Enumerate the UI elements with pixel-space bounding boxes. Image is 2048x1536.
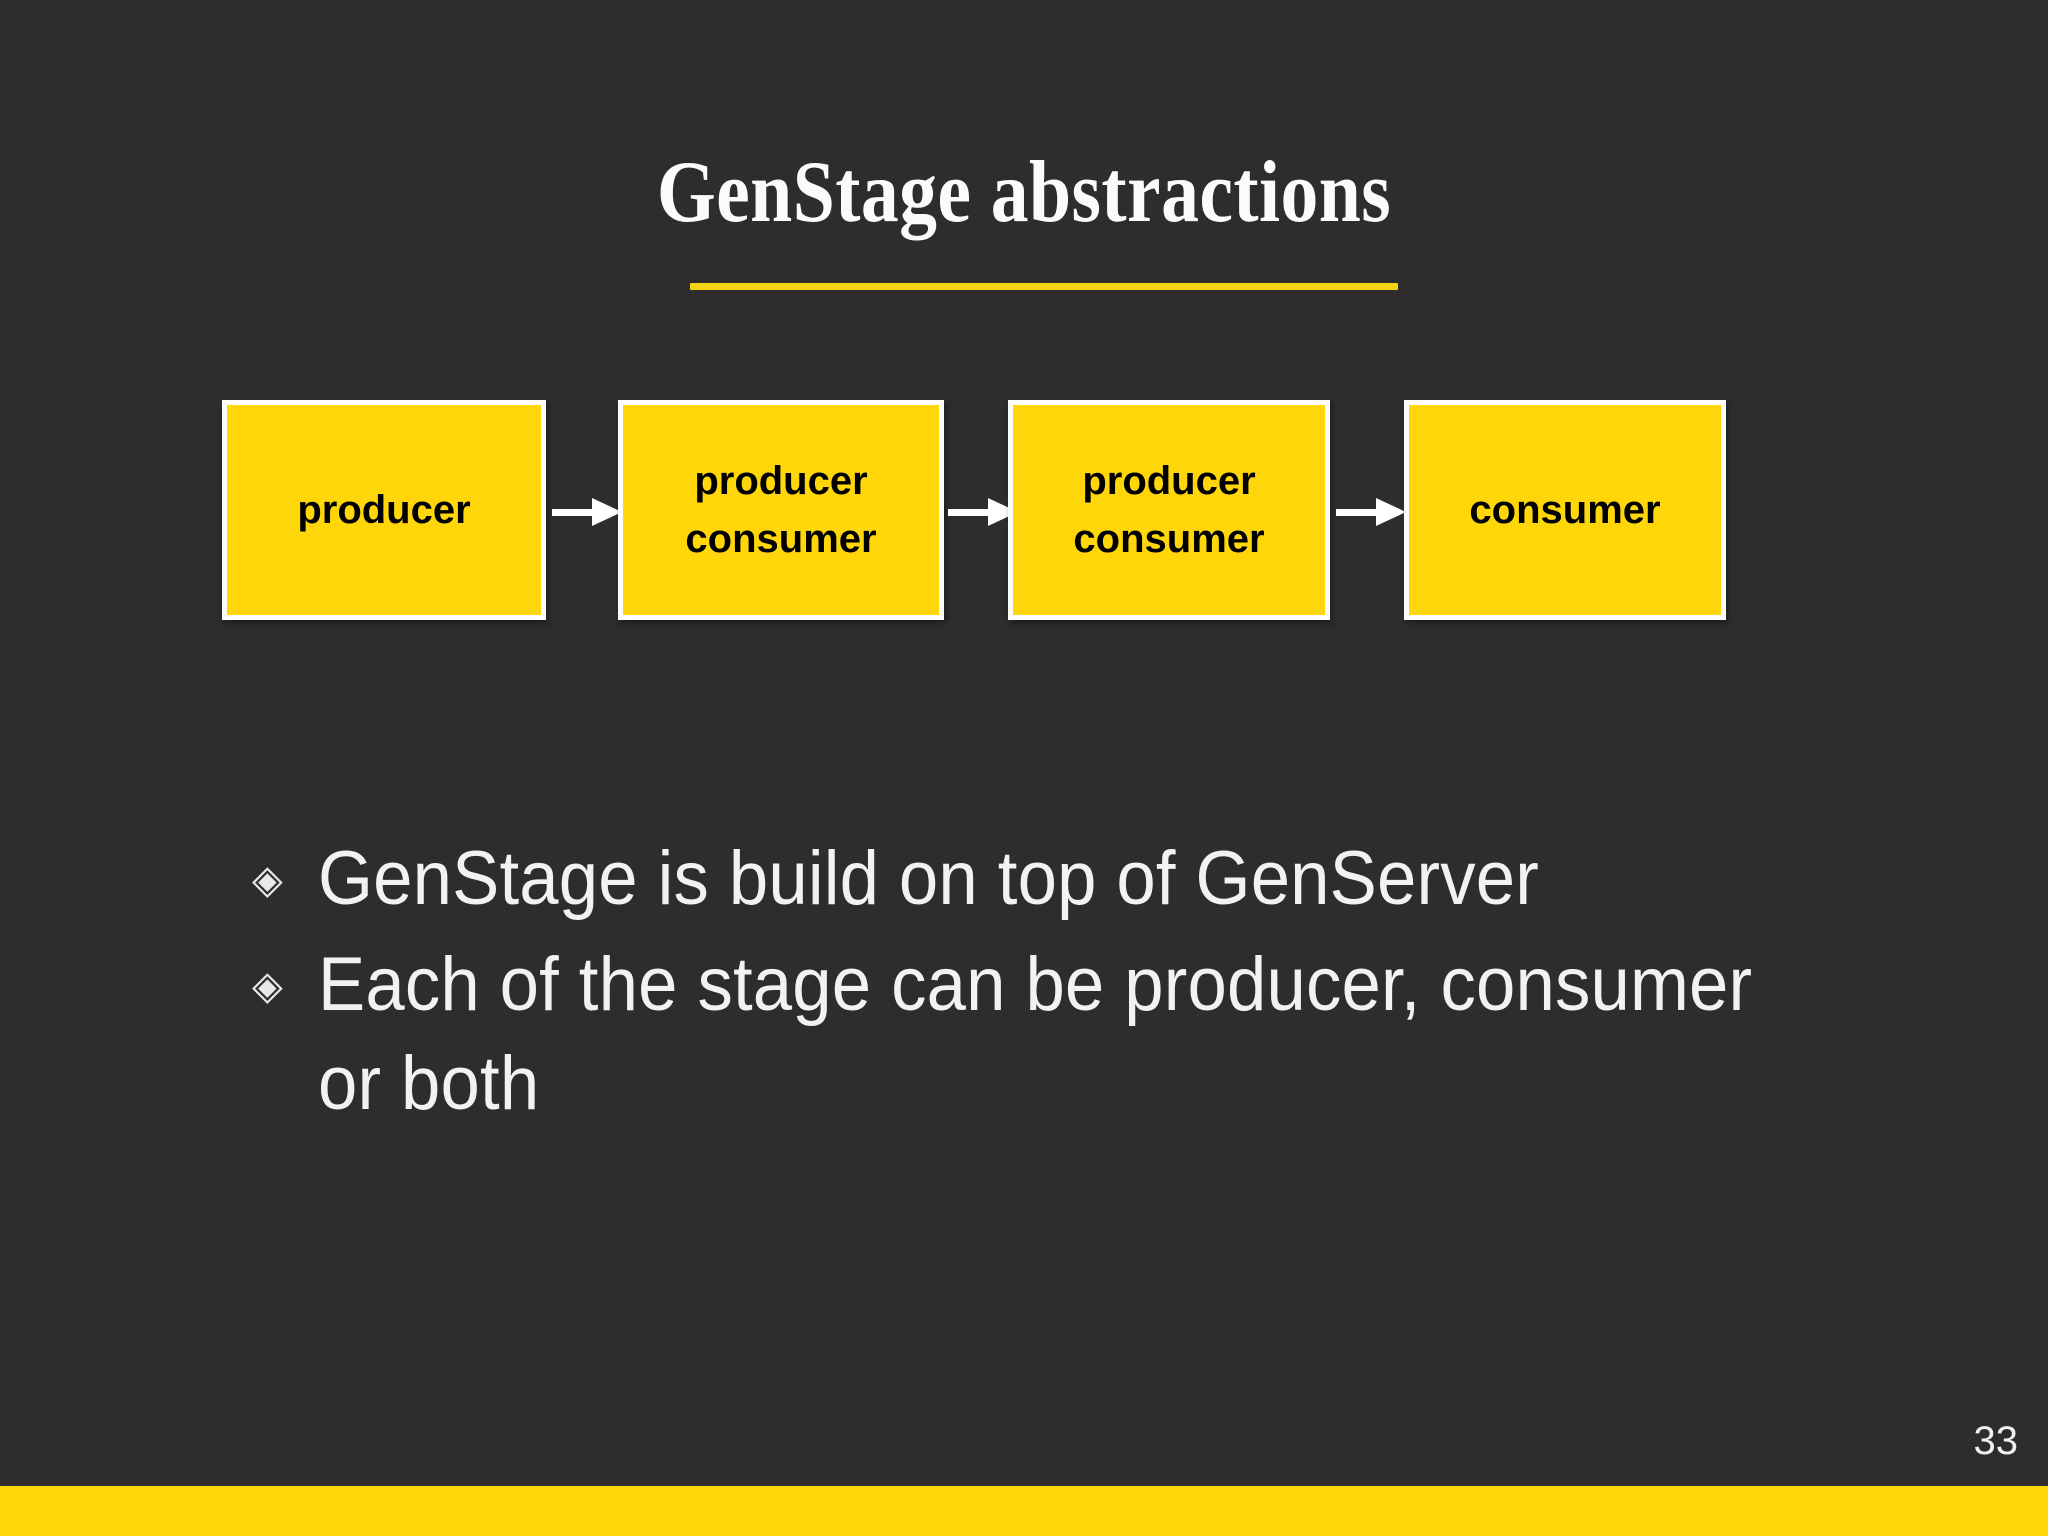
diagram-node-producer-consumer-1[interactable]: producer consumer: [618, 400, 944, 620]
page-title: GenStage abstractions: [656, 143, 1392, 241]
arrow-shaft: [1336, 509, 1380, 516]
page-number: 33: [1973, 1419, 2019, 1463]
bottom-accent-bar: [0, 1486, 2048, 1536]
bullet-list: ◈ GenStage is build on top of GenServer …: [246, 830, 1946, 1140]
diamond-bullet-icon: ◈: [252, 858, 283, 902]
diagram-node-label: consumer: [1469, 488, 1661, 532]
list-item: ◈ GenStage is build on top of GenServer: [246, 830, 1946, 930]
diagram-node-consumer[interactable]: consumer: [1404, 400, 1726, 620]
diamond-bullet-icon: ◈: [252, 964, 283, 1008]
bullet-text: Each of the stage can be producer, consu…: [318, 942, 1753, 1126]
arrow-shaft: [552, 509, 596, 516]
arrow-right-icon: [552, 498, 622, 526]
title-underline-rule: [690, 283, 1398, 290]
list-item: ◈ Each of the stage can be producer, con…: [246, 936, 1946, 1134]
diagram-node-producer[interactable]: producer: [222, 400, 546, 620]
bullet-text: GenStage is build on top of GenServer: [318, 836, 1539, 921]
arrow-head: [592, 498, 622, 526]
diagram-node-label: producer consumer: [685, 459, 877, 561]
diagram-node-producer-consumer-2[interactable]: producer consumer: [1008, 400, 1330, 620]
diagram-node-label: producer consumer: [1073, 459, 1265, 561]
diagram-node-label: producer: [297, 488, 471, 532]
arrow-right-icon: [1336, 498, 1406, 526]
genstage-flow-diagram: producer producer consumer producer cons…: [0, 400, 2048, 630]
arrow-shaft: [948, 509, 992, 516]
arrow-head: [1376, 498, 1406, 526]
